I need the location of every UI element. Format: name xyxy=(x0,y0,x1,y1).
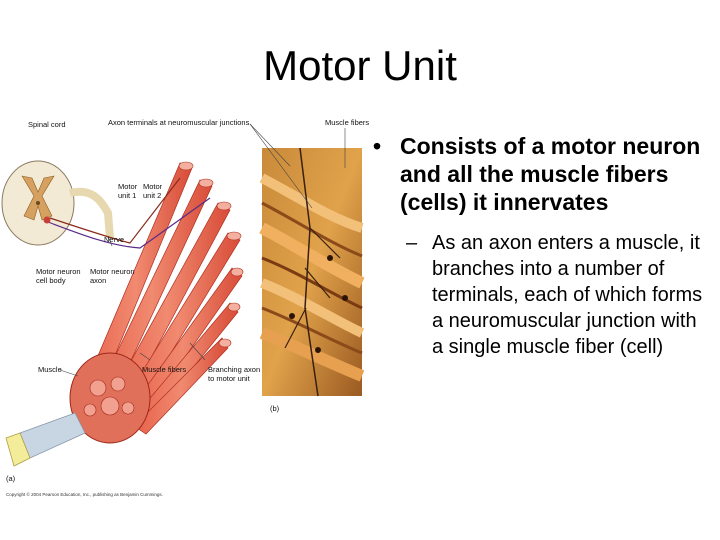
label-muscle-fibers-top: Muscle fibers xyxy=(325,118,369,127)
label-muscle-fibers: Muscle fibers xyxy=(142,365,186,374)
label-spinal-cord: Spinal cord xyxy=(28,120,66,129)
label-muscle: Muscle xyxy=(38,365,62,374)
bullet-item-1: • Consists of a motor neuron and all the… xyxy=(370,132,710,216)
label-motor-neuron-cell-body-a: Motor neuron xyxy=(36,267,81,276)
label-panel-b: (b) xyxy=(270,404,280,413)
micrograph-image xyxy=(259,147,365,397)
label-panel-a: (a) xyxy=(6,474,16,483)
spinal-cord-illustration xyxy=(1,160,211,249)
copyright-notice: Copyright © 2004 Pearson Education, Inc.… xyxy=(6,491,163,497)
label-motor-unit-2b: unit 2 xyxy=(143,191,161,200)
muscle-bundle-illustration xyxy=(5,352,151,467)
label-nerve: Nerve xyxy=(104,235,124,244)
muscle-fibers-illustration xyxy=(79,161,244,435)
label-motor-unit-1a: Motor xyxy=(118,182,138,191)
label-axon-terminals: Axon terminals at neuromuscular junction… xyxy=(108,118,250,127)
bullet-list: • Consists of a motor neuron and all the… xyxy=(370,132,710,360)
sub-bullet-text-1: As an axon enters a muscle, it branches … xyxy=(432,232,703,358)
slide-title: Motor Unit xyxy=(263,42,457,89)
label-branching-axon-a: Branching axon xyxy=(208,365,260,374)
label-motor-unit-2a: Motor xyxy=(143,182,163,191)
label-motor-neuron-axon-a: Motor neuron xyxy=(90,267,135,276)
bullet-text-1: Consists of a motor neuron and all the m… xyxy=(400,133,701,215)
leader-lines xyxy=(59,123,346,377)
motor-unit-figure: Spinal cord Axon terminals at neuromuscu… xyxy=(1,118,369,497)
sub-bullet-item-1: – As an axon enters a muscle, it branche… xyxy=(370,230,710,360)
sub-bullet-glyph: – xyxy=(406,232,418,254)
label-motor-neuron-axon-b: axon xyxy=(90,276,106,285)
label-motor-unit-1b: unit 1 xyxy=(118,191,136,200)
label-branching-axon-b: to motor unit xyxy=(208,374,251,383)
bullet-glyph: • xyxy=(373,133,382,159)
label-motor-neuron-cell-body-b: cell body xyxy=(36,276,66,285)
